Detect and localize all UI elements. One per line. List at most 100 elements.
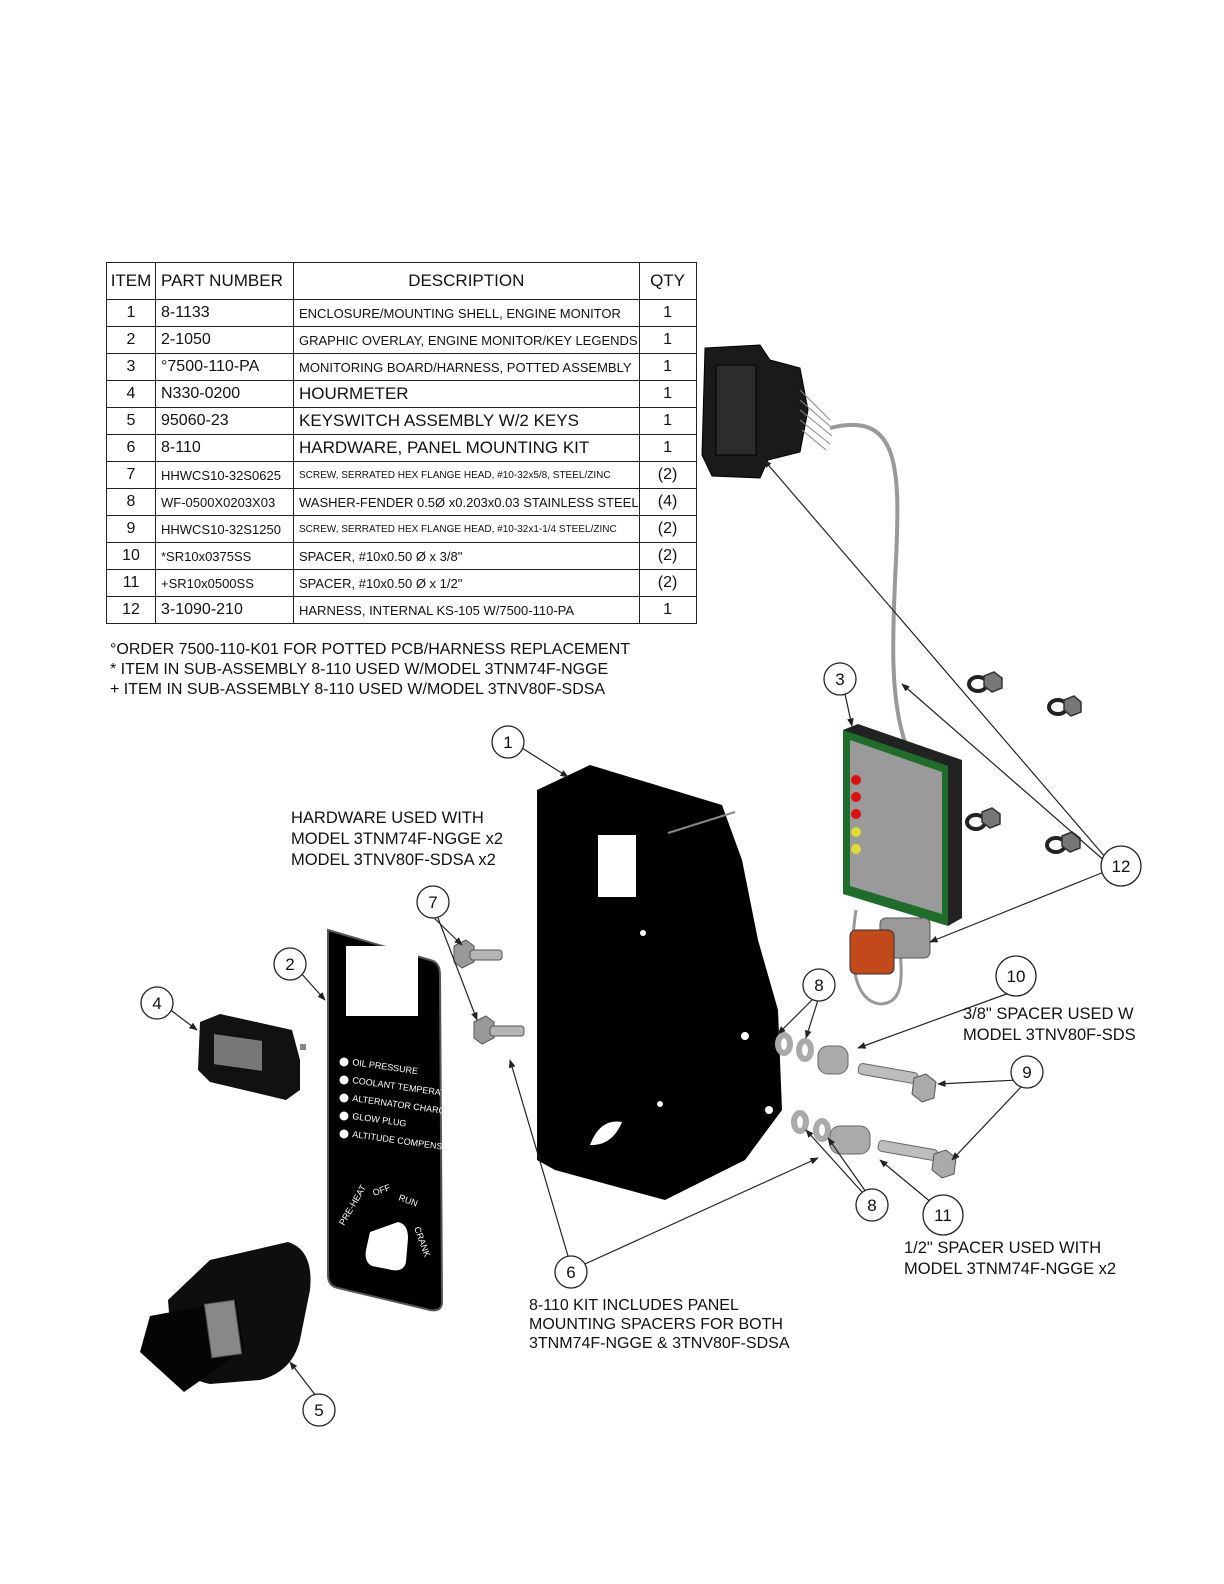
cell-description: SPACER, #10x0.50 Ø x 3/8" (293, 542, 640, 570)
header-description: DESCRIPTION (293, 262, 640, 300)
cell-item: 4 (106, 380, 156, 408)
cell-item: 2 (106, 326, 156, 354)
cell-description: HARNESS, INTERNAL KS-105 W/7500-110-PA (293, 596, 640, 624)
washer (775, 1032, 831, 1142)
monitoring-board (843, 724, 962, 926)
cell-part-number: N330-0200 (155, 380, 294, 408)
cell-item: 9 (106, 515, 156, 543)
harness-connector (701, 344, 833, 479)
cell-qty: (2) (638, 515, 697, 543)
cell-qty: (2) (638, 542, 697, 570)
cell-qty: (2) (638, 569, 697, 597)
harness-cable (829, 422, 908, 746)
balloon-8-upper: 8 (802, 968, 836, 1002)
cell-part-number: 3-1090-210 (155, 596, 294, 624)
long-screw (857, 1063, 957, 1179)
cell-description: KEYSWITCH ASSEMBLY W/2 KEYS (293, 407, 640, 435)
table-footnotes: °ORDER 7500-110-K01 FOR POTTED PCB/HARNE… (110, 640, 630, 700)
board-connector (849, 909, 931, 1006)
balloon-7: 7 (416, 885, 450, 919)
enclosure-shell (537, 765, 782, 1200)
spacer-3-8-note: 3/8" SPACER USED W MODEL 3TNV80F-SDS (963, 1005, 1136, 1044)
cell-description: SCREW, SERRATED HEX FLANGE HEAD, #10-32x… (293, 461, 640, 489)
cell-description: ENCLOSURE/MOUNTING SHELL, ENGINE MONITOR (293, 299, 640, 327)
cell-qty: 1 (638, 380, 697, 408)
balloon-3: 3 (823, 662, 857, 696)
balloon-1: 1 (491, 725, 525, 759)
cell-qty: 1 (638, 353, 697, 381)
header-qty: QTY (638, 262, 697, 300)
cell-part-number: 95060-23 (155, 407, 294, 435)
svg-text:12: 12 (1112, 857, 1131, 876)
cell-part-number: WF-0500X0203X03 (155, 488, 294, 516)
cell-item: 6 (106, 434, 156, 462)
cell-item: 3 (106, 353, 156, 381)
cell-description: SCREW, SERRATED HEX FLANGE HEAD, #10-32x… (293, 515, 640, 543)
svg-text:2: 2 (285, 955, 294, 974)
cell-part-number: *SR10x0375SS (155, 542, 294, 570)
cell-part-number: °7500-110-PA (155, 353, 294, 381)
cell-qty: (2) (638, 461, 697, 489)
cell-qty: 1 (638, 326, 697, 354)
svg-text:6: 6 (566, 1263, 575, 1282)
cell-qty: 1 (638, 299, 697, 327)
cell-description: HARDWARE, PANEL MOUNTING KIT (293, 434, 640, 462)
balloon-8-lower: 8 (855, 1188, 889, 1222)
cell-qty: 1 (638, 596, 697, 624)
footnote: °ORDER 7500-110-K01 FOR POTTED PCB/HARNE… (110, 641, 631, 658)
cell-description: WASHER-FENDER 0.5Ø x0.203x0.03 STAINLESS… (293, 488, 640, 516)
item-balloons: 1 2 3 4 5 6 7 8 8 9 10 11 12 (140, 662, 1142, 1427)
svg-text:11: 11 (934, 1206, 952, 1225)
svg-text:1: 1 (503, 733, 512, 752)
cell-part-number: +SR10x0500SS (155, 569, 294, 597)
balloon-4: 4 (140, 986, 174, 1020)
kit-note: 8-110 KIT INCLUDES PANEL MOUNTING SPACER… (529, 1297, 790, 1352)
svg-text:9: 9 (1022, 1063, 1031, 1082)
cell-part-number: HHWCS10-32S1250 (155, 515, 294, 543)
balloon-11: 11 (922, 1194, 964, 1236)
svg-text:5: 5 (314, 1401, 323, 1420)
balloon-2: 2 (273, 947, 307, 981)
cell-item: 12 (106, 596, 156, 624)
table-header-row: ITEM PART NUMBER DESCRIPTION QTY (106, 262, 697, 300)
cell-item: 10 (106, 542, 156, 570)
cell-part-number: 2-1050 (155, 326, 294, 354)
balloon-10: 10 (995, 955, 1037, 997)
keyswitch (140, 1242, 311, 1392)
cell-description: MONITORING BOARD/HARNESS, POTTED ASSEMBL… (293, 353, 640, 381)
hardware-note: HARDWARE USED WITH MODEL 3TNM74F-NGGE x2… (291, 809, 504, 869)
leader-lines (167, 459, 1107, 1397)
svg-text:8: 8 (867, 1196, 876, 1215)
balloon-6: 6 (554, 1255, 588, 1289)
header-part-number: PART NUMBER (155, 262, 294, 300)
svg-text:4: 4 (152, 994, 161, 1013)
hourmeter (198, 1014, 306, 1100)
balloon-12: 12 (1100, 845, 1142, 887)
cell-description: HOURMETER (293, 380, 640, 408)
cell-item: 11 (106, 569, 156, 597)
cell-part-number: 8-1133 (155, 299, 294, 327)
hex-nut (965, 671, 1082, 854)
cell-description: GRAPHIC OVERLAY, ENGINE MONITOR/KEY LEGE… (293, 326, 640, 354)
footnote: * ITEM IN SUB-ASSEMBLY 8-110 USED W/MODE… (110, 661, 609, 678)
cell-part-number: 8-110 (155, 434, 294, 462)
cell-item: 8 (106, 488, 156, 516)
cell-item: 1 (106, 299, 156, 327)
screw (453, 939, 525, 1045)
cell-qty: (4) (638, 488, 697, 516)
header-item: ITEM (106, 262, 156, 300)
footnote: + ITEM IN SUB-ASSEMBLY 8-110 USED W/MODE… (110, 681, 606, 698)
cell-qty: 1 (638, 407, 697, 435)
